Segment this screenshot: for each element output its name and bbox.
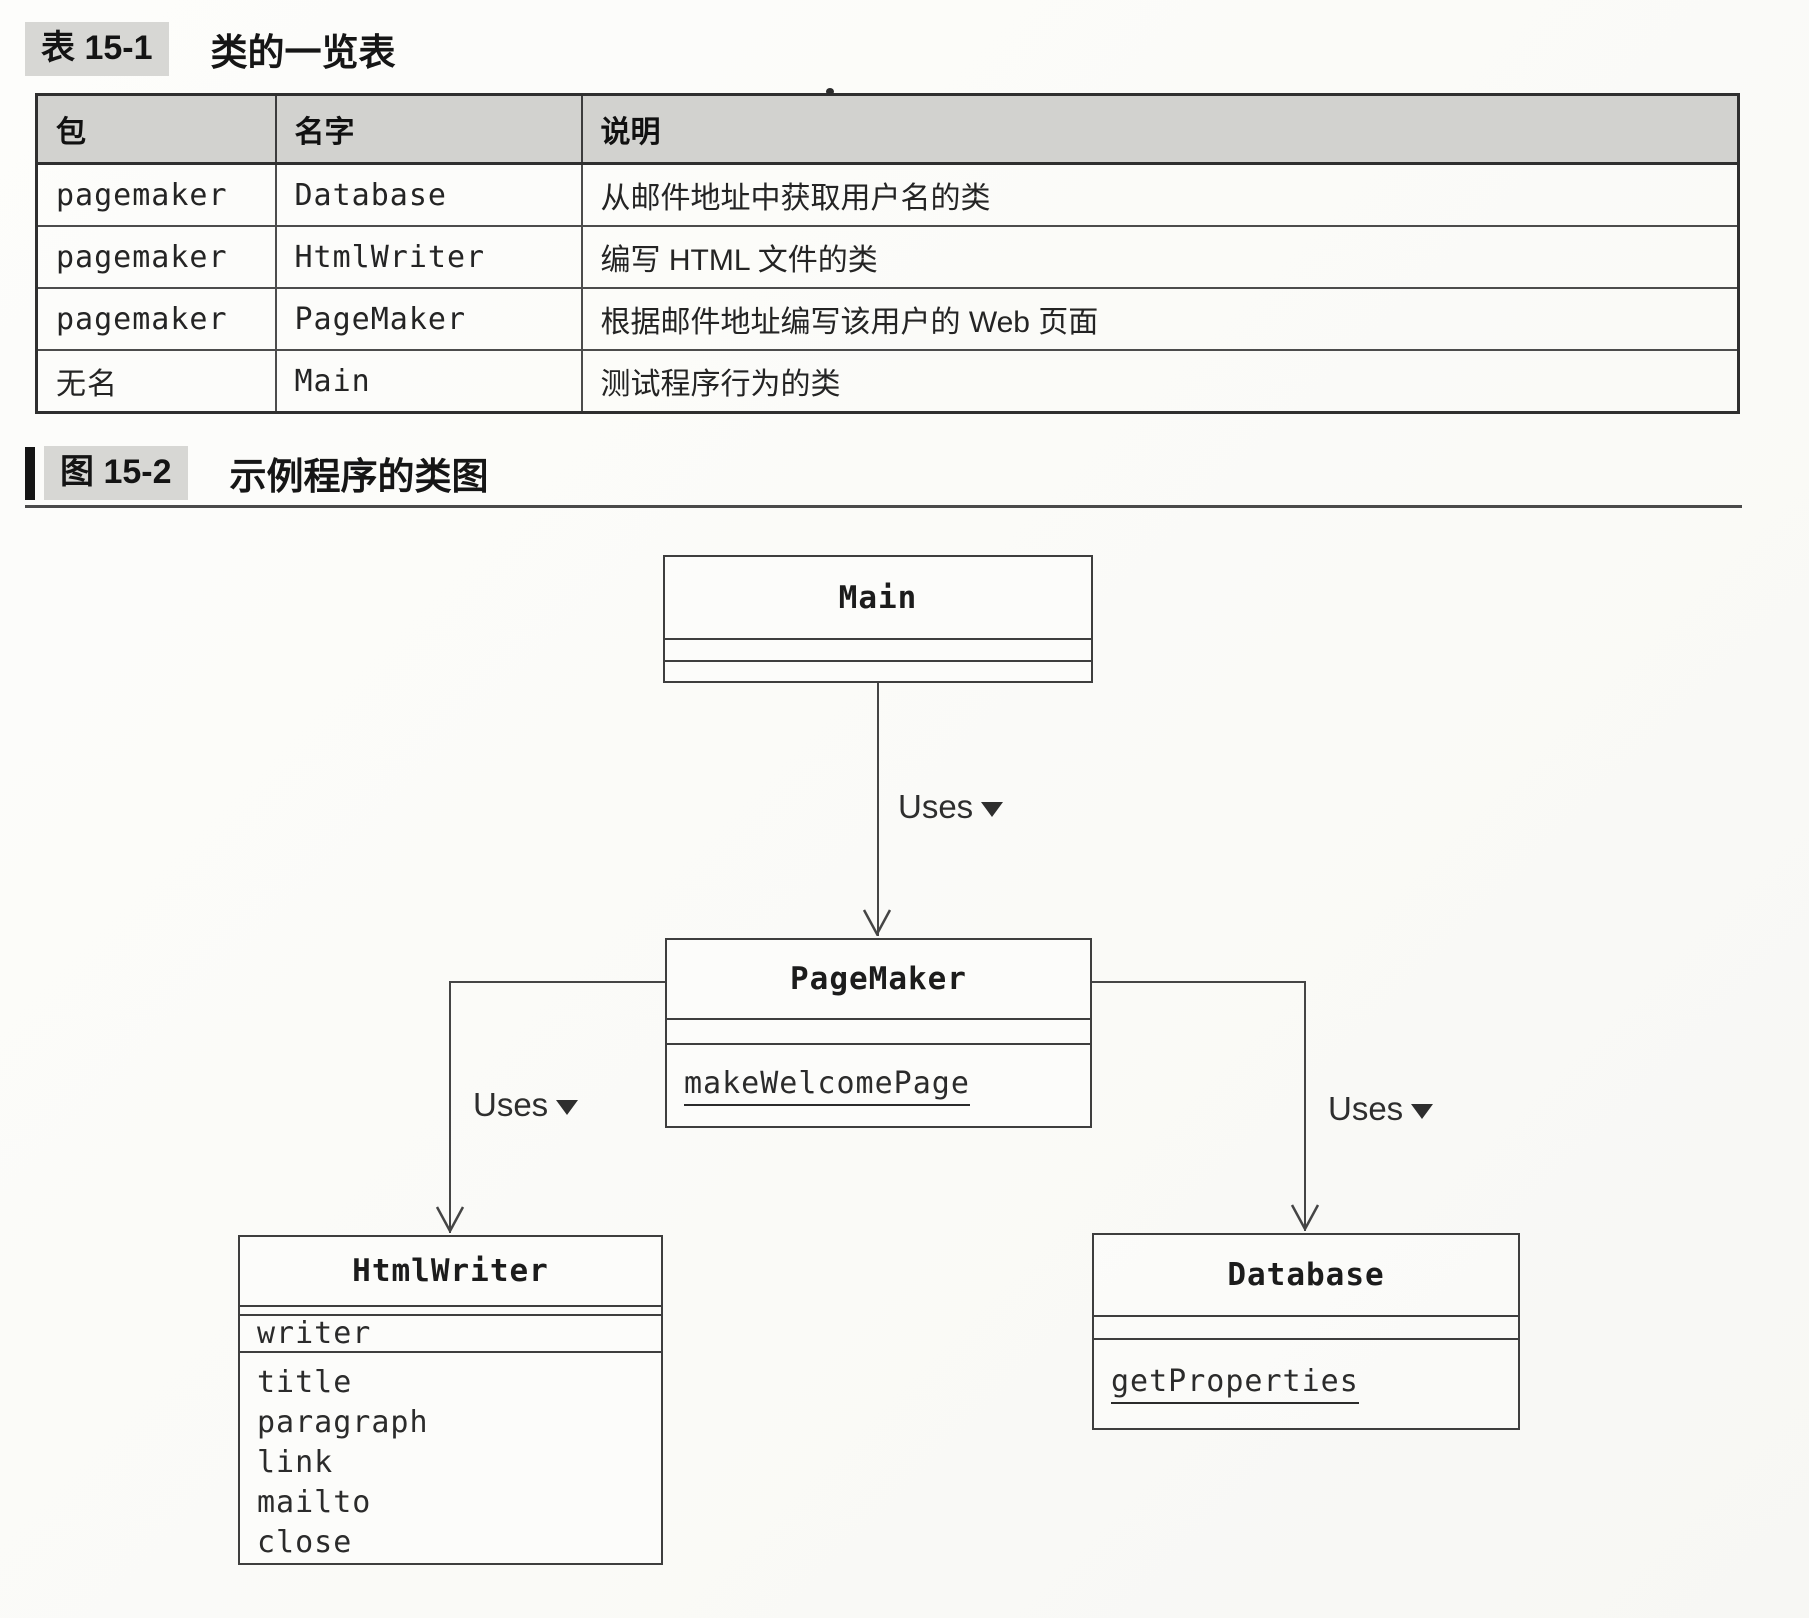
- package-cell: pagemaker: [35, 287, 277, 351]
- table-caption: 表 15-1 类的一览表: [25, 22, 396, 76]
- table-header-row: 包 名字 说明: [35, 93, 1740, 165]
- description-cell: 从邮件地址中获取用户名的类: [580, 162, 1740, 227]
- open-arrowhead-icon: [1290, 1204, 1320, 1231]
- uml-class-pagemaker: PageMaker makeWelcomePage: [665, 938, 1092, 1128]
- figure-rule: [25, 505, 1742, 508]
- table-title: 类的一览表: [210, 32, 396, 73]
- empty-attributes-compartment: [665, 638, 1091, 660]
- uml-class-database: Database getProperties: [1092, 1233, 1520, 1430]
- uses-text: Uses: [1328, 1090, 1404, 1127]
- method-label: mailto: [257, 1485, 372, 1520]
- table-row: pagemaker Database 从邮件地址中获取用户名的类: [35, 162, 1740, 227]
- header-name: 名字: [274, 93, 583, 165]
- direction-down-icon: [981, 802, 1004, 817]
- scan-speck-artifact: [826, 88, 834, 95]
- class-name: Database: [1227, 1257, 1385, 1293]
- class-name: HtmlWriter: [352, 1253, 549, 1290]
- uses-label-main-pagemaker: Uses: [898, 788, 1004, 826]
- package-cell: pagemaker: [35, 162, 277, 227]
- uses-label-pagemaker-database: Uses: [1328, 1090, 1434, 1128]
- methods-compartment: title paragraph link mailto close: [240, 1351, 661, 1563]
- description-cell: 测试程序行为的类: [580, 349, 1740, 414]
- direction-down-icon: [556, 1100, 579, 1115]
- association-line-pagemaker-database-h: [1092, 981, 1306, 983]
- association-line-pagemaker-htmlwriter-v: [449, 981, 451, 1233]
- association-line-pagemaker-database-v: [1304, 981, 1306, 1231]
- compartment-divider-strip: [240, 1305, 661, 1313]
- name-cell: HtmlWriter: [274, 225, 583, 289]
- table-row: pagemaker HtmlWriter 编写 HTML 文件的类: [35, 225, 1740, 289]
- table-label: 表 15-1: [25, 22, 169, 76]
- methods-compartment: makeWelcomePage: [667, 1043, 1090, 1126]
- figure-caption: 图 15-2 示例程序的类图: [25, 446, 489, 500]
- attribute-label: writer: [257, 1315, 372, 1351]
- figure-title: 示例程序的类图: [229, 456, 489, 497]
- class-name: PageMaker: [790, 961, 967, 997]
- static-method-label: getProperties: [1111, 1364, 1359, 1404]
- association-line-pagemaker-htmlwriter-h: [450, 981, 665, 983]
- empty-attributes-compartment: [1094, 1315, 1518, 1338]
- uml-class-htmlwriter: HtmlWriter writer title paragraph link m…: [238, 1235, 663, 1565]
- method-label: paragraph: [257, 1405, 429, 1440]
- package-cell: pagemaker: [35, 225, 277, 289]
- empty-methods-compartment: [665, 660, 1091, 681]
- table-row: pagemaker PageMaker 根据邮件地址编写该用户的 Web 页面: [35, 287, 1740, 351]
- uml-class-main: Main: [663, 555, 1093, 683]
- uses-label-pagemaker-htmlwriter: Uses: [473, 1086, 579, 1124]
- methods-compartment: getProperties: [1094, 1338, 1518, 1428]
- class-list-table: 包 名字 说明 pagemaker Database 从邮件地址中获取用户名的类…: [35, 93, 1740, 414]
- uses-text: Uses: [473, 1086, 549, 1123]
- name-cell: Main: [274, 349, 583, 414]
- attributes-compartment: writer: [240, 1313, 661, 1351]
- method-label: close: [257, 1525, 353, 1560]
- direction-down-icon: [1411, 1104, 1434, 1119]
- static-method-label: makeWelcomePage: [684, 1066, 970, 1106]
- method-label: link: [257, 1445, 334, 1480]
- description-cell: 编写 HTML 文件的类: [580, 225, 1740, 289]
- open-arrowhead-icon: [435, 1206, 465, 1233]
- figure-caption-bar: [25, 446, 35, 500]
- figure-label: 图 15-2: [44, 446, 188, 500]
- uses-text: Uses: [898, 788, 974, 825]
- name-cell: Database: [274, 162, 583, 227]
- name-cell: PageMaker: [274, 287, 583, 351]
- table-row: 无名 Main 测试程序行为的类: [35, 349, 1740, 414]
- open-arrowhead-icon: [862, 909, 892, 936]
- header-description: 说明: [580, 93, 1740, 165]
- package-cell: 无名: [35, 349, 277, 414]
- association-line-main-pagemaker: [877, 683, 879, 936]
- description-cell: 根据邮件地址编写该用户的 Web 页面: [580, 287, 1740, 351]
- header-package: 包: [35, 93, 277, 165]
- empty-attributes-compartment: [667, 1018, 1090, 1043]
- class-name: Main: [838, 579, 918, 616]
- method-label: title: [257, 1365, 353, 1400]
